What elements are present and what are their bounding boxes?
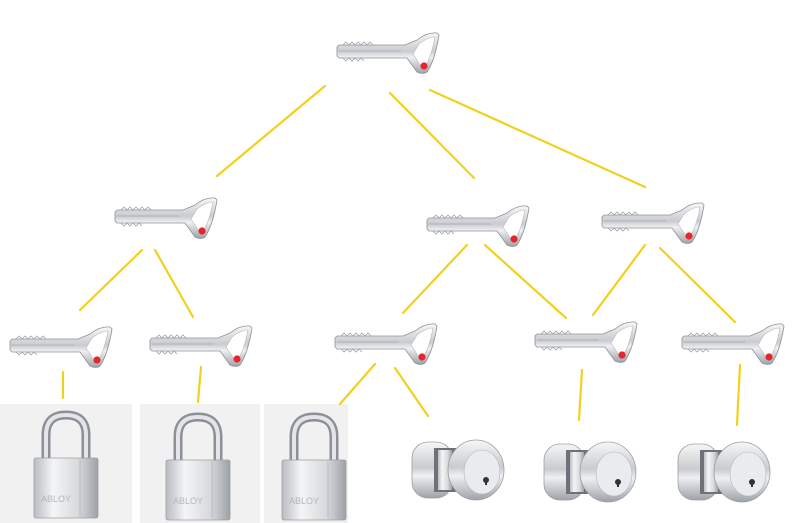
cylinder-lock-icon xyxy=(411,439,505,501)
master-key-icon xyxy=(601,202,705,244)
connector-line xyxy=(215,84,327,178)
connector-line xyxy=(577,368,584,422)
sub-master-key-icon xyxy=(9,326,113,368)
connector-line xyxy=(196,365,203,404)
sub-master-key-icon xyxy=(334,323,438,365)
sub-master-key-icon xyxy=(149,325,253,367)
connector-line xyxy=(338,362,377,406)
grand-master-key-icon xyxy=(336,32,440,74)
connector-line xyxy=(591,243,647,317)
connector-line xyxy=(483,243,568,320)
connector-line xyxy=(78,248,144,312)
cylinder-lock-icon xyxy=(543,441,637,503)
sub-master-key-icon xyxy=(681,323,785,365)
sub-master-key-icon xyxy=(534,321,638,363)
padlock-brand-label: ABLOY xyxy=(173,496,203,506)
connector-line xyxy=(428,88,647,189)
connector-line xyxy=(388,91,476,180)
connector-line xyxy=(401,243,469,315)
cylinder-lock-icon xyxy=(677,441,771,503)
connector-line xyxy=(393,366,430,418)
padlock-brand-label: ABLOY xyxy=(289,496,319,506)
master-key-icon xyxy=(114,197,218,239)
master-key-icon xyxy=(426,205,530,247)
connector-lines xyxy=(61,84,742,427)
padlock-brand-label: ABLOY xyxy=(41,494,71,504)
connector-line xyxy=(735,363,742,427)
connector-line xyxy=(153,248,195,319)
connector-line xyxy=(658,246,737,324)
